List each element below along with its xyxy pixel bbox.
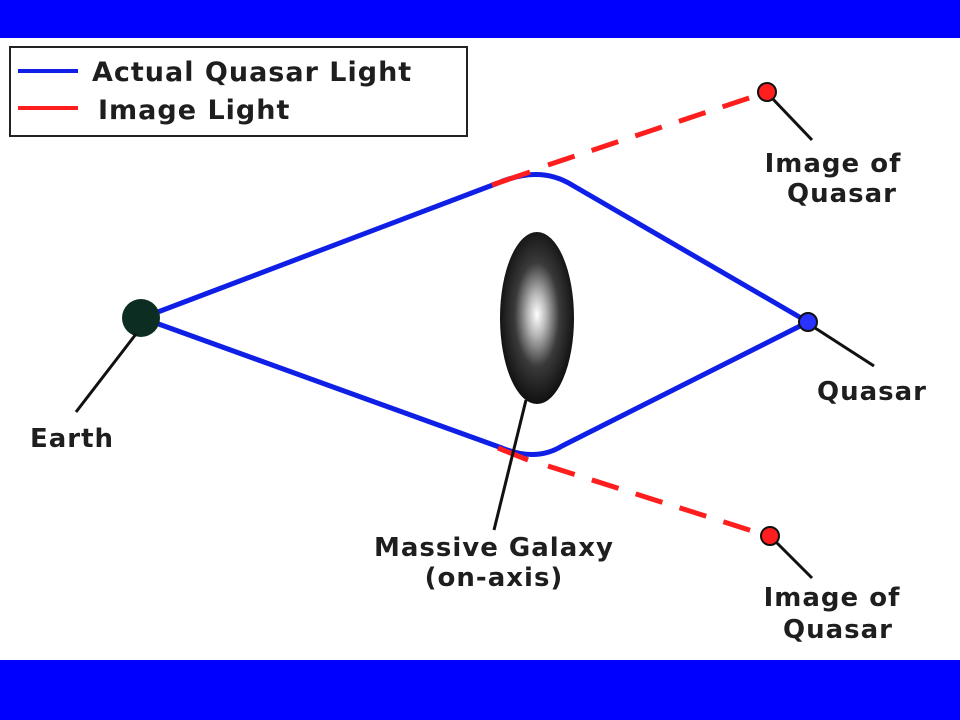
galaxy-label-line2: (on-axis) [425,563,564,593]
image-bottom-pointer [771,537,814,580]
diagram-canvas: Actual Quasar Light Image Light Earth Qu… [9,46,927,645]
actual-light-path-top [141,172,810,325]
earth-label: Earth [30,424,114,454]
image-top-label-line2: Quasar [787,179,897,209]
quasar-label: Quasar [817,377,927,407]
earth-body [122,299,160,337]
lensing-diagram: Actual Quasar Light Image Light Earth Qu… [0,38,960,660]
image-light-dashed-bottom [547,463,763,537]
quasar-body [798,312,818,332]
legend-label-image: Image Light [98,95,290,126]
image-bottom-body [760,526,780,546]
image-top-label-line1: Image of [765,149,902,179]
image-light-dashed-top [547,92,759,168]
actual-light-path-bottom [141,315,810,458]
image-top-pointer [768,94,814,142]
earth-pointer [74,333,138,413]
image-top-body [757,82,777,102]
top-blue-band [0,0,960,38]
legend: Actual Quasar Light Image Light [9,46,468,137]
quasar-pointer [811,324,875,368]
galaxy-pointer [492,399,528,531]
legend-label-actual: Actual Quasar Light [92,57,412,88]
bottom-blue-band [0,660,960,720]
legend-box [9,46,468,137]
image-bottom-label-line1: Image of [764,583,901,613]
massive-galaxy [500,232,574,404]
image-light-solid-top [491,169,531,188]
image-bottom-label-line2: Quasar [783,615,893,645]
galaxy-label-line1: Massive Galaxy [374,533,614,563]
